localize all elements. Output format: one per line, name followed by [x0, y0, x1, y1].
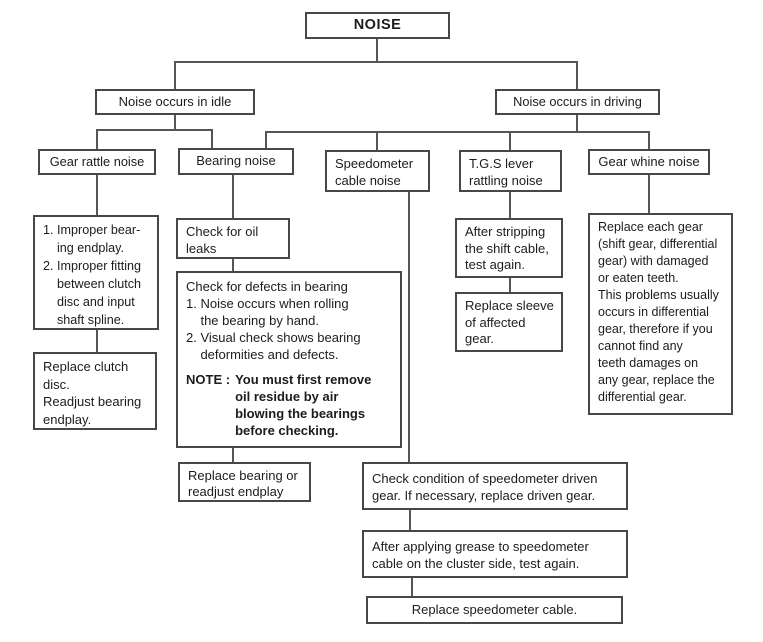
node-gear-whine: Gear whine noise	[588, 149, 710, 175]
connector-bearing-in-idle	[211, 129, 213, 148]
connector-driving-split	[265, 131, 649, 133]
node-speedometer-check: Check condition of speedometer driven ge…	[362, 462, 628, 510]
node-idle-label: Noise occurs in idle	[118, 93, 232, 109]
connector-noise-down	[376, 39, 378, 62]
note-label: NOTE :	[186, 372, 231, 387]
connector-driving-out	[576, 115, 578, 133]
node-gear-rattle: Gear rattle noise	[38, 149, 156, 175]
connector-bearing-3	[232, 448, 234, 462]
connector-driving-in	[576, 61, 578, 89]
connector-idle-out	[174, 115, 176, 131]
connector-gear-rattle-in	[96, 129, 98, 149]
node-gear-whine-label: Gear whine noise	[598, 153, 700, 169]
bearing-check-body: Check for defects in bearing 1. Noise oc…	[186, 279, 361, 362]
node-bearing-remedy: Replace bearing or readjust endplay	[178, 462, 311, 502]
bearing-check-note: NOTE : You must first remove oil residue…	[186, 371, 394, 439]
node-gear-rattle-label: Gear rattle noise	[49, 153, 145, 169]
note-text: You must first remove oil residue by air…	[235, 372, 372, 438]
node-oil-leak-check: Check for oil leaks	[176, 218, 290, 259]
node-noise: NOISE	[305, 12, 450, 39]
node-bearing-defect-check: Check for defects in bearing 1. Noise oc…	[176, 271, 402, 448]
connector-speedometer-2	[409, 510, 411, 530]
node-idle: Noise occurs in idle	[95, 89, 255, 115]
node-speedometer-remedy: Replace speedometer cable.	[366, 596, 623, 624]
connector-tgs-in	[509, 131, 511, 150]
node-speedometer-remedy-label: Replace speedometer cable.	[411, 601, 578, 617]
connector-speedometer-3	[411, 578, 413, 596]
node-speedometer-grease: After applying grease to speedometer cab…	[362, 530, 628, 578]
connector-gear-rattle-2	[96, 330, 98, 352]
connector-idle-in	[174, 61, 176, 89]
connector-idle-split	[96, 129, 213, 131]
connector-speedometer-long	[408, 192, 410, 462]
connector-bearing-in-driving	[265, 131, 267, 148]
node-gear-rattle-remedy: Replace clutch disc. Readjust bearing en…	[33, 352, 157, 430]
node-tgs: T.G.S lever rattling noise	[459, 150, 562, 192]
node-gear-rattle-causes: 1. Improper bear- ing endplay. 2. Improp…	[33, 215, 159, 330]
connector-tgs-2	[509, 278, 511, 292]
node-noise-label: NOISE	[353, 17, 402, 34]
connector-gear-rattle-1	[96, 175, 98, 215]
node-gear-whine-remedy: Replace each gear (shift gear, different…	[588, 213, 733, 415]
node-speedometer: Speedometer cable noise	[325, 150, 430, 192]
connector-gear-whine-1	[648, 175, 650, 213]
connector-top-split	[175, 61, 578, 63]
connector-bearing-2	[232, 259, 234, 271]
node-tgs-test: After stripping the shift cable, test ag…	[455, 218, 563, 278]
node-bearing: Bearing noise	[178, 148, 294, 175]
node-driving: Noise occurs in driving	[495, 89, 660, 115]
connector-tgs-1	[509, 192, 511, 218]
node-bearing-label: Bearing noise	[196, 153, 276, 169]
node-driving-label: Noise occurs in driving	[513, 93, 642, 109]
connector-gear-whine-in	[648, 131, 650, 149]
connector-speedometer-in	[376, 131, 378, 150]
node-tgs-remedy: Replace sleeve of affected gear.	[455, 292, 563, 352]
connector-bearing-1	[232, 175, 234, 218]
